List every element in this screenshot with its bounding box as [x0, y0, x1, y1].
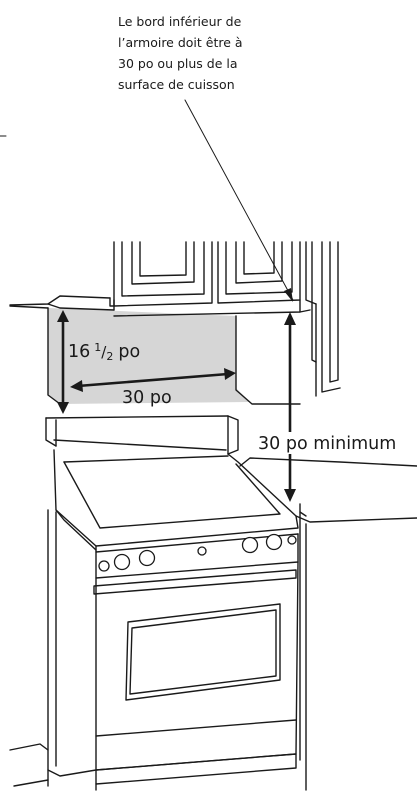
- width-arrow-head-right: [224, 368, 236, 380]
- width-arrow-head-left: [70, 380, 83, 392]
- right-countertop: [239, 457, 417, 791]
- left-base-cabinet: [9, 743, 49, 787]
- clearance-value: 30 po minimum: [258, 434, 396, 454]
- note-line-4: surface de cuisson: [118, 77, 235, 92]
- range-stove: [45, 415, 299, 791]
- note-line-1: Le bord inférieur de: [118, 14, 242, 29]
- control-knob: [265, 533, 283, 551]
- backsplash-wall: [47, 307, 301, 405]
- height-arrow-head-top: [57, 310, 69, 322]
- clearance-arrow-head-bottom: [284, 489, 296, 502]
- control-knob: [113, 553, 131, 571]
- callout-leader-line: [184, 99, 294, 301]
- control-knob: [197, 546, 207, 556]
- wall-bottom-line: [9, 305, 49, 309]
- clearance-arrow-head-top: [284, 312, 296, 325]
- note-line-3: 30 po ou plus de la: [118, 56, 238, 71]
- width-dimension: 30 po: [70, 368, 236, 408]
- height-arrow-head-bottom: [57, 402, 69, 414]
- width-arrow-line: [77, 372, 229, 388]
- note-line-2: l’armoire doit être à: [118, 35, 243, 50]
- clearance-dimension: 30 po minimum: [256, 312, 416, 502]
- upper-cabinets: [9, 241, 341, 397]
- width-value: 30 po: [122, 388, 172, 408]
- cabinet-clearance-note: Le bord inférieur de l’armoire doit être…: [118, 14, 243, 92]
- control-knob: [138, 549, 156, 567]
- control-knob: [241, 536, 259, 554]
- control-knob: [287, 535, 297, 545]
- control-knob: [98, 560, 110, 572]
